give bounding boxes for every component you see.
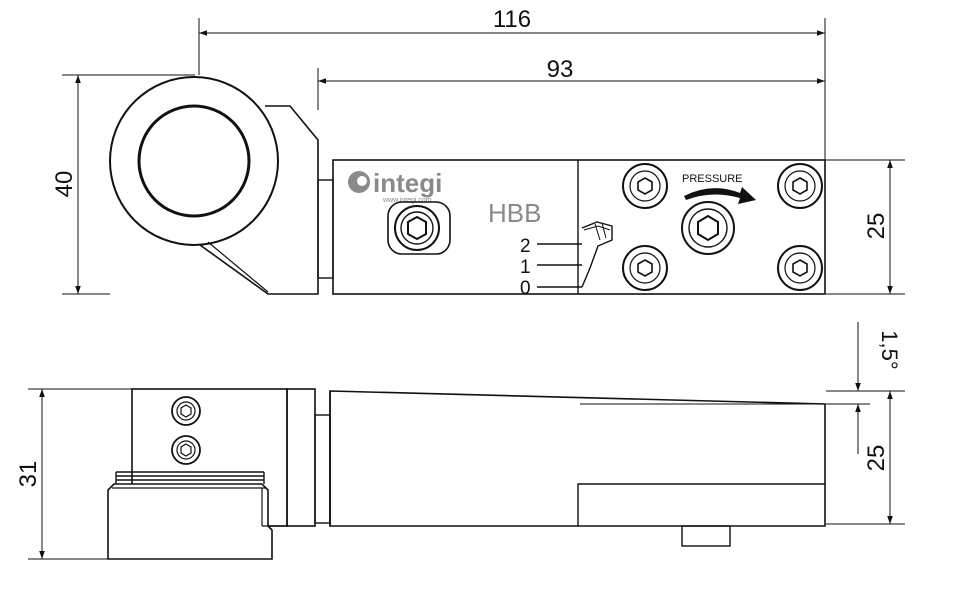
dimension-height-top: 40 xyxy=(51,74,195,295)
dimension-overall-height-side: 31 xyxy=(15,388,132,560)
top-view: integi www.integi.com HBB xyxy=(109,76,826,299)
pressure-label: PRESSURE xyxy=(682,173,743,185)
screw-bottom-left-icon xyxy=(622,245,668,291)
brand-url: www.integi.com xyxy=(382,197,432,204)
connector-top xyxy=(317,179,334,279)
side-view xyxy=(107,388,826,560)
dimension-label-93: 93 xyxy=(547,56,574,83)
cylinder-base-side xyxy=(107,471,287,560)
dimension-body-height-top: 25 xyxy=(826,159,905,295)
integi-logo: integi www.integi.com xyxy=(348,168,442,204)
dimension-body-height-side: 25 xyxy=(826,390,905,525)
connector-side xyxy=(314,414,331,524)
pressure-screw-icon xyxy=(681,201,735,255)
dimension-body-length: 93 xyxy=(317,56,825,110)
screw-top-left-icon xyxy=(622,163,668,209)
valve-body-top: integi www.integi.com HBB xyxy=(332,159,826,299)
screw-side-lower-icon xyxy=(171,435,201,465)
dimension-label-angle: 1,5° xyxy=(877,330,902,369)
model-label: HBB xyxy=(488,198,541,228)
valve-body-side xyxy=(329,390,826,547)
dimension-label-116: 116 xyxy=(493,6,531,33)
position-label-1: 1 xyxy=(520,257,531,278)
position-indicators: 2 1 0 xyxy=(520,236,582,299)
selector-lever xyxy=(581,221,613,288)
dimension-overall-length: 116 xyxy=(198,6,826,160)
dimension-label-40: 40 xyxy=(51,171,78,198)
dimension-label-25-side: 25 xyxy=(863,445,890,472)
dimension-label-31: 31 xyxy=(15,461,42,488)
dimension-label-25-top: 25 xyxy=(863,213,890,240)
screw-bottom-right-icon xyxy=(777,245,823,291)
bottom-port xyxy=(681,525,731,547)
position-label-2: 2 xyxy=(520,236,531,257)
screw-top-right-icon xyxy=(777,163,823,209)
screw-side-upper-icon xyxy=(171,396,201,426)
swivel-head xyxy=(109,76,319,295)
brand-name: integi xyxy=(373,168,442,198)
position-label-0: 0 xyxy=(520,278,531,299)
adjust-screw-icon xyxy=(387,201,451,255)
pressure-arrow-icon xyxy=(684,187,756,204)
dimension-angle: 1,5° xyxy=(826,322,902,454)
